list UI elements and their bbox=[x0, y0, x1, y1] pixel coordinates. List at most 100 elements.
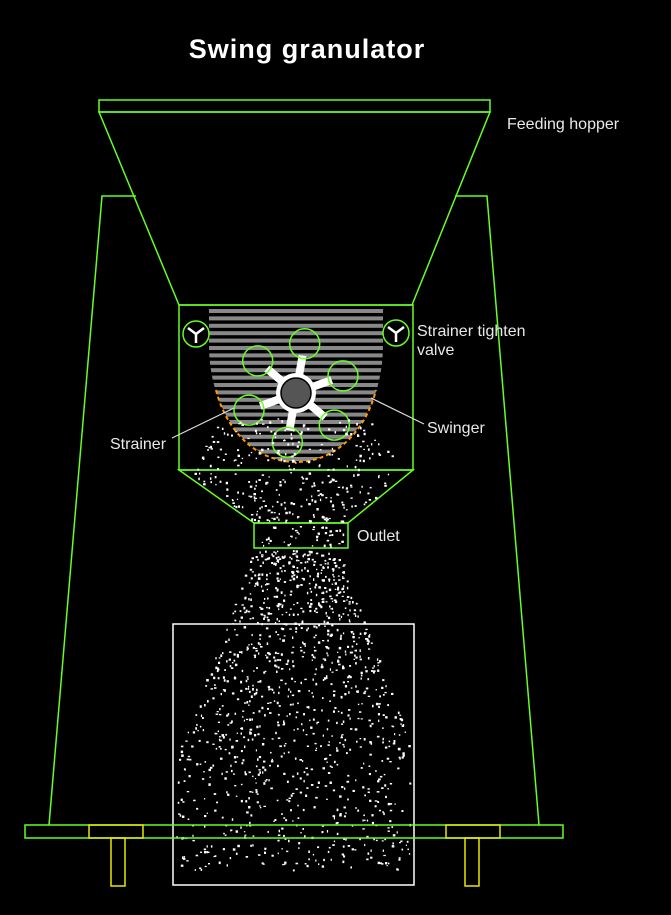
granule bbox=[257, 577, 261, 580]
granule bbox=[302, 477, 305, 480]
granule bbox=[234, 663, 238, 667]
granule bbox=[316, 536, 318, 539]
granule bbox=[210, 673, 214, 676]
granule bbox=[266, 426, 269, 429]
granule bbox=[223, 432, 226, 435]
granule bbox=[350, 728, 353, 730]
granule bbox=[327, 475, 330, 477]
granule bbox=[216, 801, 218, 804]
granule bbox=[359, 655, 361, 658]
granule bbox=[322, 767, 325, 770]
granule bbox=[325, 590, 328, 593]
granule bbox=[269, 421, 272, 424]
granule bbox=[238, 423, 240, 425]
granule bbox=[272, 555, 275, 558]
granule bbox=[308, 858, 310, 861]
granule bbox=[244, 771, 246, 774]
granule bbox=[233, 773, 235, 775]
granule bbox=[273, 517, 276, 521]
granule bbox=[347, 645, 350, 648]
granule bbox=[279, 638, 281, 640]
granule bbox=[333, 760, 336, 764]
granule bbox=[257, 520, 260, 523]
granule bbox=[341, 735, 343, 737]
granule bbox=[302, 808, 305, 812]
granule bbox=[232, 612, 235, 615]
granule bbox=[315, 593, 318, 597]
granule bbox=[318, 863, 320, 866]
granule bbox=[368, 773, 371, 776]
granule bbox=[304, 863, 307, 865]
granule bbox=[303, 578, 305, 581]
granule bbox=[312, 678, 314, 681]
granule bbox=[213, 684, 216, 686]
granule bbox=[342, 503, 345, 506]
granule bbox=[242, 710, 245, 712]
granule bbox=[310, 551, 313, 554]
granule bbox=[319, 564, 323, 566]
granule bbox=[296, 602, 299, 604]
granule bbox=[264, 598, 266, 600]
granule bbox=[388, 745, 391, 748]
granule bbox=[244, 834, 247, 836]
granule bbox=[259, 634, 262, 637]
granule bbox=[222, 736, 225, 739]
granule bbox=[286, 850, 289, 853]
granule bbox=[340, 695, 343, 699]
granule bbox=[345, 653, 347, 656]
granule bbox=[355, 685, 357, 688]
granule bbox=[285, 519, 288, 522]
granule bbox=[292, 577, 296, 581]
granule bbox=[217, 468, 220, 471]
granule bbox=[218, 738, 221, 741]
granule bbox=[326, 728, 329, 731]
granule bbox=[233, 505, 236, 507]
granule bbox=[261, 589, 264, 592]
granule bbox=[279, 578, 281, 580]
granule bbox=[314, 673, 317, 675]
granule bbox=[350, 596, 353, 600]
granule bbox=[221, 705, 224, 707]
granule bbox=[323, 620, 326, 624]
granule bbox=[292, 550, 295, 553]
granule bbox=[291, 571, 295, 575]
granule bbox=[360, 677, 362, 680]
granule bbox=[309, 521, 312, 523]
granule bbox=[263, 614, 266, 617]
granule bbox=[381, 863, 384, 865]
granule bbox=[249, 496, 252, 498]
granule bbox=[383, 854, 386, 857]
granule bbox=[275, 557, 278, 560]
granule bbox=[351, 505, 353, 508]
granule bbox=[197, 729, 199, 732]
granule bbox=[330, 480, 333, 483]
granule bbox=[186, 791, 190, 793]
granule bbox=[285, 520, 287, 524]
granule bbox=[253, 693, 256, 696]
granule bbox=[255, 691, 258, 695]
granule bbox=[336, 749, 339, 752]
granule bbox=[265, 550, 267, 553]
granule bbox=[213, 793, 217, 795]
granule bbox=[315, 535, 319, 538]
granule bbox=[327, 616, 331, 620]
granule bbox=[266, 578, 268, 581]
granule bbox=[311, 485, 314, 488]
granule bbox=[386, 865, 388, 867]
granule bbox=[218, 746, 221, 748]
granule bbox=[261, 554, 264, 556]
granule bbox=[296, 576, 298, 579]
granule bbox=[384, 484, 387, 487]
granule bbox=[327, 562, 329, 565]
granule bbox=[182, 856, 184, 859]
granule bbox=[391, 725, 394, 727]
granule bbox=[275, 552, 277, 555]
granule bbox=[297, 804, 299, 807]
granule bbox=[357, 703, 360, 706]
granule bbox=[308, 550, 311, 553]
granule bbox=[387, 830, 390, 832]
granule bbox=[371, 814, 374, 817]
granule bbox=[279, 745, 282, 748]
granule bbox=[377, 664, 379, 667]
granule bbox=[267, 612, 270, 615]
